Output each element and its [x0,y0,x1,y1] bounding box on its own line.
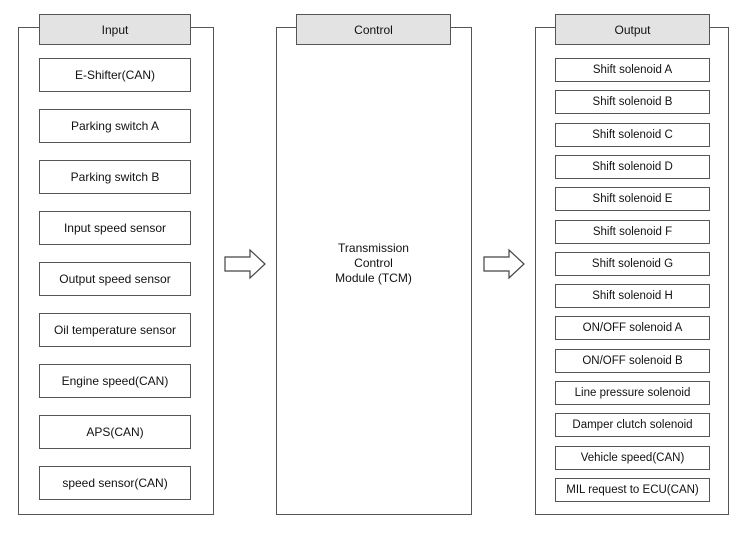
input-item: APS(CAN) [39,415,191,449]
arrow-control-to-output [483,248,525,280]
input-item: E-Shifter(CAN) [39,58,191,92]
output-item: Line pressure solenoid [555,381,710,405]
output-item: Shift solenoid H [555,284,710,309]
arrow-input-to-control [224,248,266,280]
input-item: Output speed sensor [39,262,191,296]
input-item: Engine speed(CAN) [39,364,191,398]
output-item: Shift solenoid C [555,122,710,147]
input-item: speed sensor(CAN) [39,466,191,500]
input-item: Input speed sensor [39,211,191,245]
input-panel-title: Input [39,14,191,45]
output-item: Shift solenoid E [555,187,710,212]
tcm-label-line-1: Transmission [338,241,409,255]
input-item: Oil temperature sensor [39,313,191,347]
output-panel-title: Output [555,14,710,45]
output-item: Damper clutch solenoid [555,413,710,438]
output-item: Vehicle speed(CAN) [555,445,710,470]
output-item: Shift solenoid G [555,251,710,276]
output-item: Shift solenoid F [555,219,710,244]
input-item: Parking switch A [39,109,191,143]
output-item: Shift solenoid A [555,58,710,82]
output-item: Shift solenoid D [555,154,710,179]
output-item: ON/OFF solenoid A [555,316,710,341]
tcm-label: Transmission Control Module (TCM) [296,241,451,286]
control-panel-title: Control [296,14,451,45]
output-item: Shift solenoid B [555,90,710,115]
output-item: MIL request to ECU(CAN) [555,477,710,502]
tcm-label-line-2: Control [354,256,393,270]
tcm-label-line-3: Module (TCM) [335,271,412,285]
input-item: Parking switch B [39,160,191,194]
output-item: ON/OFF solenoid B [555,348,710,373]
control-panel [276,27,472,515]
